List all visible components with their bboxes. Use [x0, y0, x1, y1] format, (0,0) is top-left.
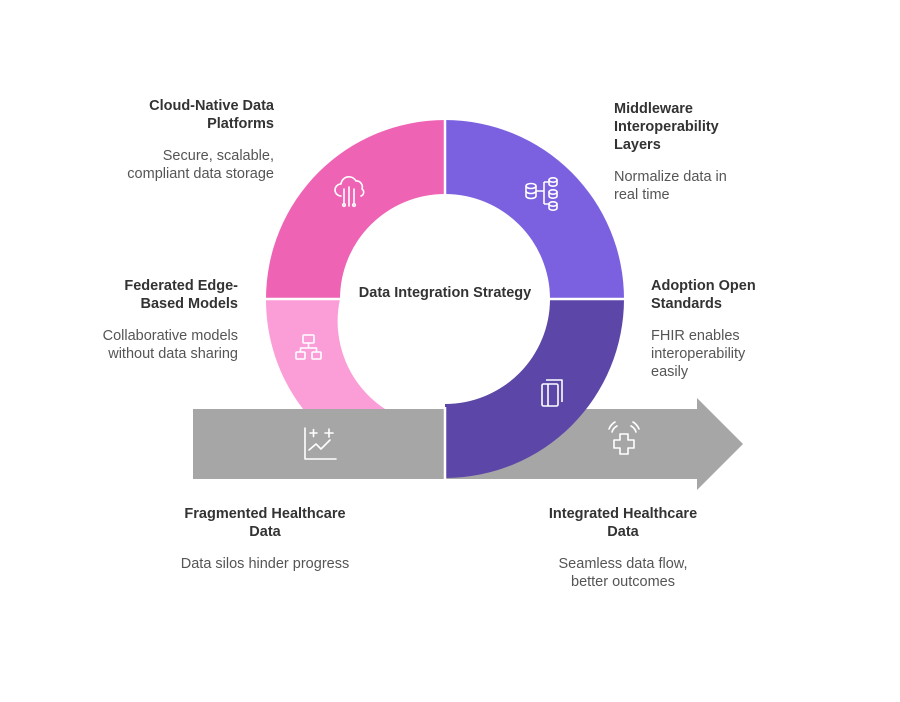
label-federated: Federated Edge-Based Models Collaborativ…	[88, 277, 238, 363]
label-standards: Adoption Open Standards FHIR enables int…	[651, 277, 781, 381]
label-cloud-desc: Secure, scalable, compliant data storage	[127, 148, 274, 182]
label-fragmented-desc: Data silos hinder progress	[180, 556, 350, 572]
label-middleware-title: Middleware Interoperability Layers	[614, 101, 719, 153]
label-cloud-title: Cloud-Native Data Platforms	[149, 98, 274, 132]
center-title: Data Integration Strategy	[358, 285, 532, 301]
label-middleware: Middleware Interoperability Layers Norma…	[614, 100, 754, 204]
cloud-circuit-icon	[334, 176, 365, 208]
chart-plus-icon	[304, 427, 337, 460]
ring-segment-federated	[265, 299, 385, 409]
label-middleware-desc: Normalize data in real time	[614, 169, 727, 203]
label-integrated-title: Integrated Healthcare Data	[548, 506, 698, 540]
documents-icon	[541, 379, 563, 407]
label-fragmented: Fragmented Healthcare Data Data silos hi…	[180, 505, 350, 573]
label-standards-desc: FHIR enables interoperability easily	[651, 328, 746, 380]
ring-segment-standards	[445, 299, 624, 478]
label-federated-desc: Collaborative models without data sharin…	[102, 328, 238, 362]
label-integrated: Integrated Healthcare Data Seamless data…	[545, 505, 701, 591]
database-layers-icon	[525, 177, 558, 211]
label-integrated-desc: Seamless data flow, better outcomes	[558, 556, 688, 590]
label-fragmented-title: Fragmented Healthcare Data	[184, 506, 346, 540]
ring-segment-middleware	[445, 120, 624, 299]
label-cloud: Cloud-Native Data Platforms Secure, scal…	[118, 97, 274, 183]
label-standards-title: Adoption Open Standards	[651, 278, 756, 312]
health-signal-icon	[608, 421, 640, 455]
network-icon	[295, 334, 322, 360]
label-federated-title: Federated Edge-Based Models	[124, 278, 238, 312]
ring-segment-cloud	[266, 120, 445, 299]
